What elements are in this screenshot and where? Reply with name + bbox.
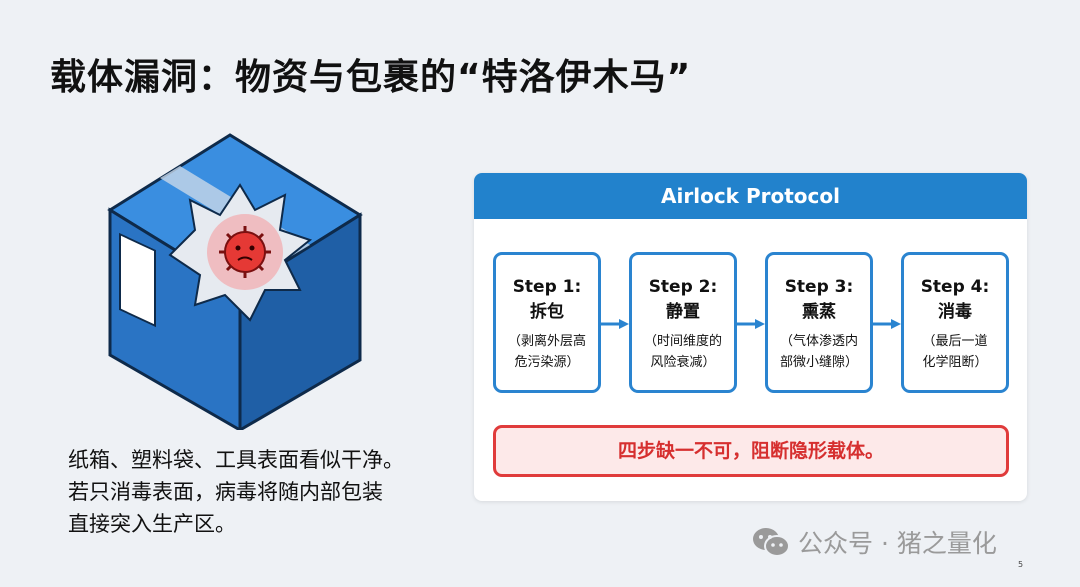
step-desc-line: 危污染源） (514, 355, 580, 370)
step-desc-line: 部微小缝隙） (779, 355, 858, 370)
step-desc-line: （气体渗透内 (779, 334, 858, 349)
step-desc: （剥离外层高危污染源） (496, 331, 598, 373)
step-card-1: Step 1: 拆包 （剥离外层高危污染源） (493, 252, 601, 393)
step-card-2: Step 2: 静置 （时间维度的风险衰减） (629, 252, 737, 393)
step-card-4: Step 4: 消毒 （最后一道化学阻断） (901, 252, 1009, 393)
step-name: 熏蒸 (802, 302, 836, 322)
description-line: 若只消毒表面，病毒将随内部包装 (68, 480, 383, 504)
step-desc-line: （时间维度的 (643, 334, 722, 349)
description: 纸箱、塑料袋、工具表面看似干净。 若只消毒表面，病毒将随内部包装 直接突入生产区… (68, 444, 404, 540)
page-title: 载体漏洞：物资与包裹的“特洛伊木马” (50, 57, 692, 98)
step-desc-line: （剥离外层高 (507, 334, 586, 349)
step-label: Step 2: (648, 277, 718, 297)
step-desc-line: 风险衰减） (650, 355, 716, 370)
description-line: 直接突入生产区。 (68, 512, 236, 536)
infected-box-illustration (107, 133, 363, 430)
watermark: 公众号 · 猪之量化 (752, 524, 997, 560)
watermark-text: 公众号 · 猪之量化 (798, 529, 997, 558)
wechat-icon (753, 528, 790, 557)
step-label: Step 3: (784, 277, 854, 297)
step-desc-line: 化学阻断） (922, 355, 988, 370)
panel-header: Airlock Protocol (474, 173, 1027, 219)
airlock-protocol-panel: Airlock Protocol Step 1: 拆包 （剥离外层高危污染源） … (474, 173, 1027, 501)
step-desc: （气体渗透内部微小缝隙） (768, 331, 870, 373)
step-name: 静置 (666, 302, 700, 322)
step-name: 拆包 (530, 302, 564, 322)
arrow-right-icon (737, 319, 765, 329)
step-label: Step 4: (920, 277, 990, 297)
virus-icon (219, 226, 271, 278)
step-desc-line: （最后一道 (922, 334, 988, 349)
step-desc: （时间维度的风险衰减） (632, 331, 734, 373)
step-label: Step 1: (512, 277, 582, 297)
step-desc: （最后一道化学阻断） (904, 331, 1006, 373)
arrow-right-icon (601, 319, 629, 329)
description-line: 纸箱、塑料袋、工具表面看似干净。 (68, 448, 404, 472)
page-number: 5 (1018, 560, 1024, 569)
step-name: 消毒 (938, 302, 972, 322)
step-card-3: Step 3: 熏蒸 （气体渗透内部微小缝隙） (765, 252, 873, 393)
arrow-right-icon (873, 319, 901, 329)
alert-banner: 四步缺一不可，阻断隐形载体。 (493, 425, 1009, 477)
